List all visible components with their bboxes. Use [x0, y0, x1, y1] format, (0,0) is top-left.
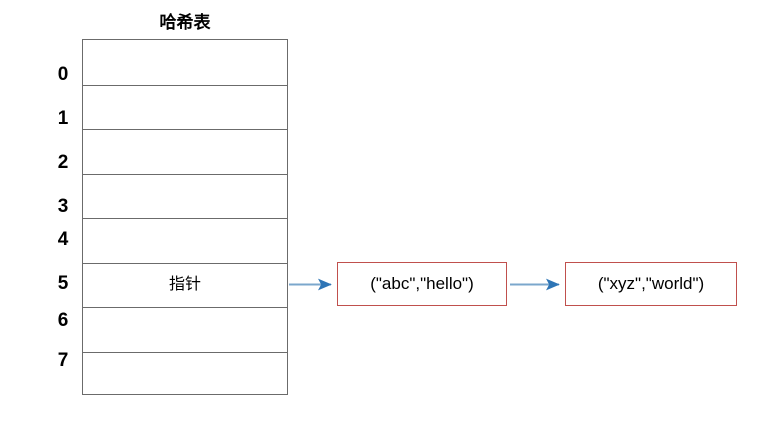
hash-table: 指针 [82, 39, 288, 395]
bucket-index-label-6: 6 [57, 310, 69, 331]
bucket-index-label-0: 0 [57, 64, 69, 85]
bucket-content-5: 指针 [168, 276, 201, 294]
bucket-index-label-7: 7 [57, 350, 69, 371]
bucket-row-4[interactable] [83, 218, 287, 263]
bucket-row-2[interactable] [83, 129, 287, 174]
page-title: 哈希表 [159, 13, 211, 32]
list-node-1[interactable]: ("xyz","world") [565, 262, 737, 306]
bucket-index-label-3: 3 [57, 196, 69, 217]
bucket-index-label-1: 1 [57, 108, 69, 129]
bucket-row-0[interactable] [83, 40, 287, 85]
bucket-index-label-2: 2 [57, 152, 69, 173]
bucket-row-3[interactable] [83, 173, 287, 219]
bucket-row-6[interactable] [83, 307, 287, 352]
list-node-label-0: ("abc","hello") [370, 274, 474, 293]
bucket-index-label-5: 5 [57, 273, 69, 294]
bucket-row-5[interactable]: 指针 [83, 262, 287, 308]
bucket-index-label-4: 4 [57, 229, 69, 250]
list-node-0[interactable]: ("abc","hello") [337, 262, 507, 306]
bucket-row-1[interactable] [83, 84, 287, 130]
list-node-label-1: ("xyz","world") [597, 274, 705, 293]
bucket-row-7[interactable] [83, 351, 287, 397]
